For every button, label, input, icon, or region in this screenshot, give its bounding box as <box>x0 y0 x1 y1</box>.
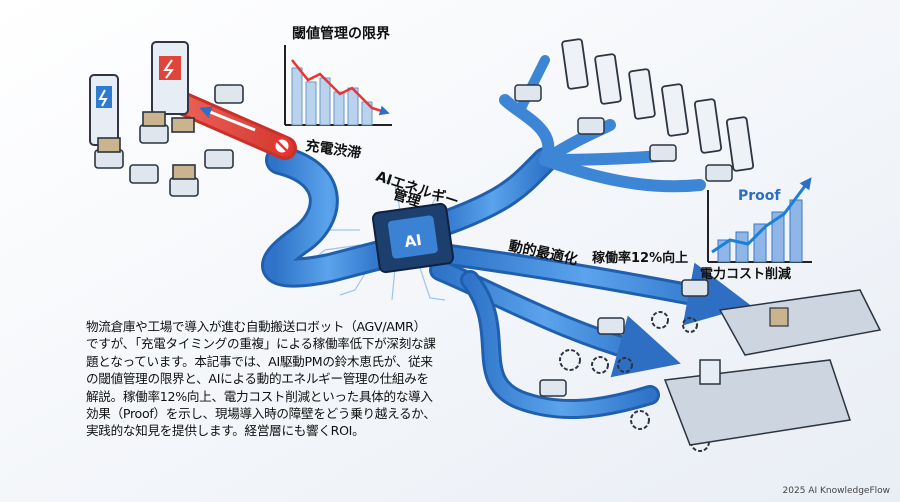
right-chargers <box>561 38 755 172</box>
conveyors <box>663 289 882 446</box>
footer-credit: 2025 AI KnowledgeFlow <box>782 486 890 496</box>
cost-label: 電力コスト削減 <box>700 266 791 282</box>
threshold-title: 閾値管理の限界 <box>292 25 391 42</box>
proof-label: Proof <box>738 188 781 204</box>
ai-chip-label: AI <box>403 231 423 251</box>
agv-group-left <box>94 84 244 197</box>
factory-icon <box>699 359 721 385</box>
article-summary: 物流倉庫や工場で導入が進む自動搬送ロボット（AGV/AMR）ですが、「充電タイミ… <box>86 319 436 439</box>
congestion-flow <box>163 88 297 160</box>
utilization-label: 稼働率12%向上 <box>592 250 688 266</box>
threshold-chart <box>284 45 392 126</box>
lightning-icon <box>98 89 108 107</box>
ai-chip <box>371 202 455 274</box>
lightning-icon-alert <box>163 59 174 79</box>
agv-group-right <box>514 84 733 397</box>
proof-chart <box>707 177 812 263</box>
